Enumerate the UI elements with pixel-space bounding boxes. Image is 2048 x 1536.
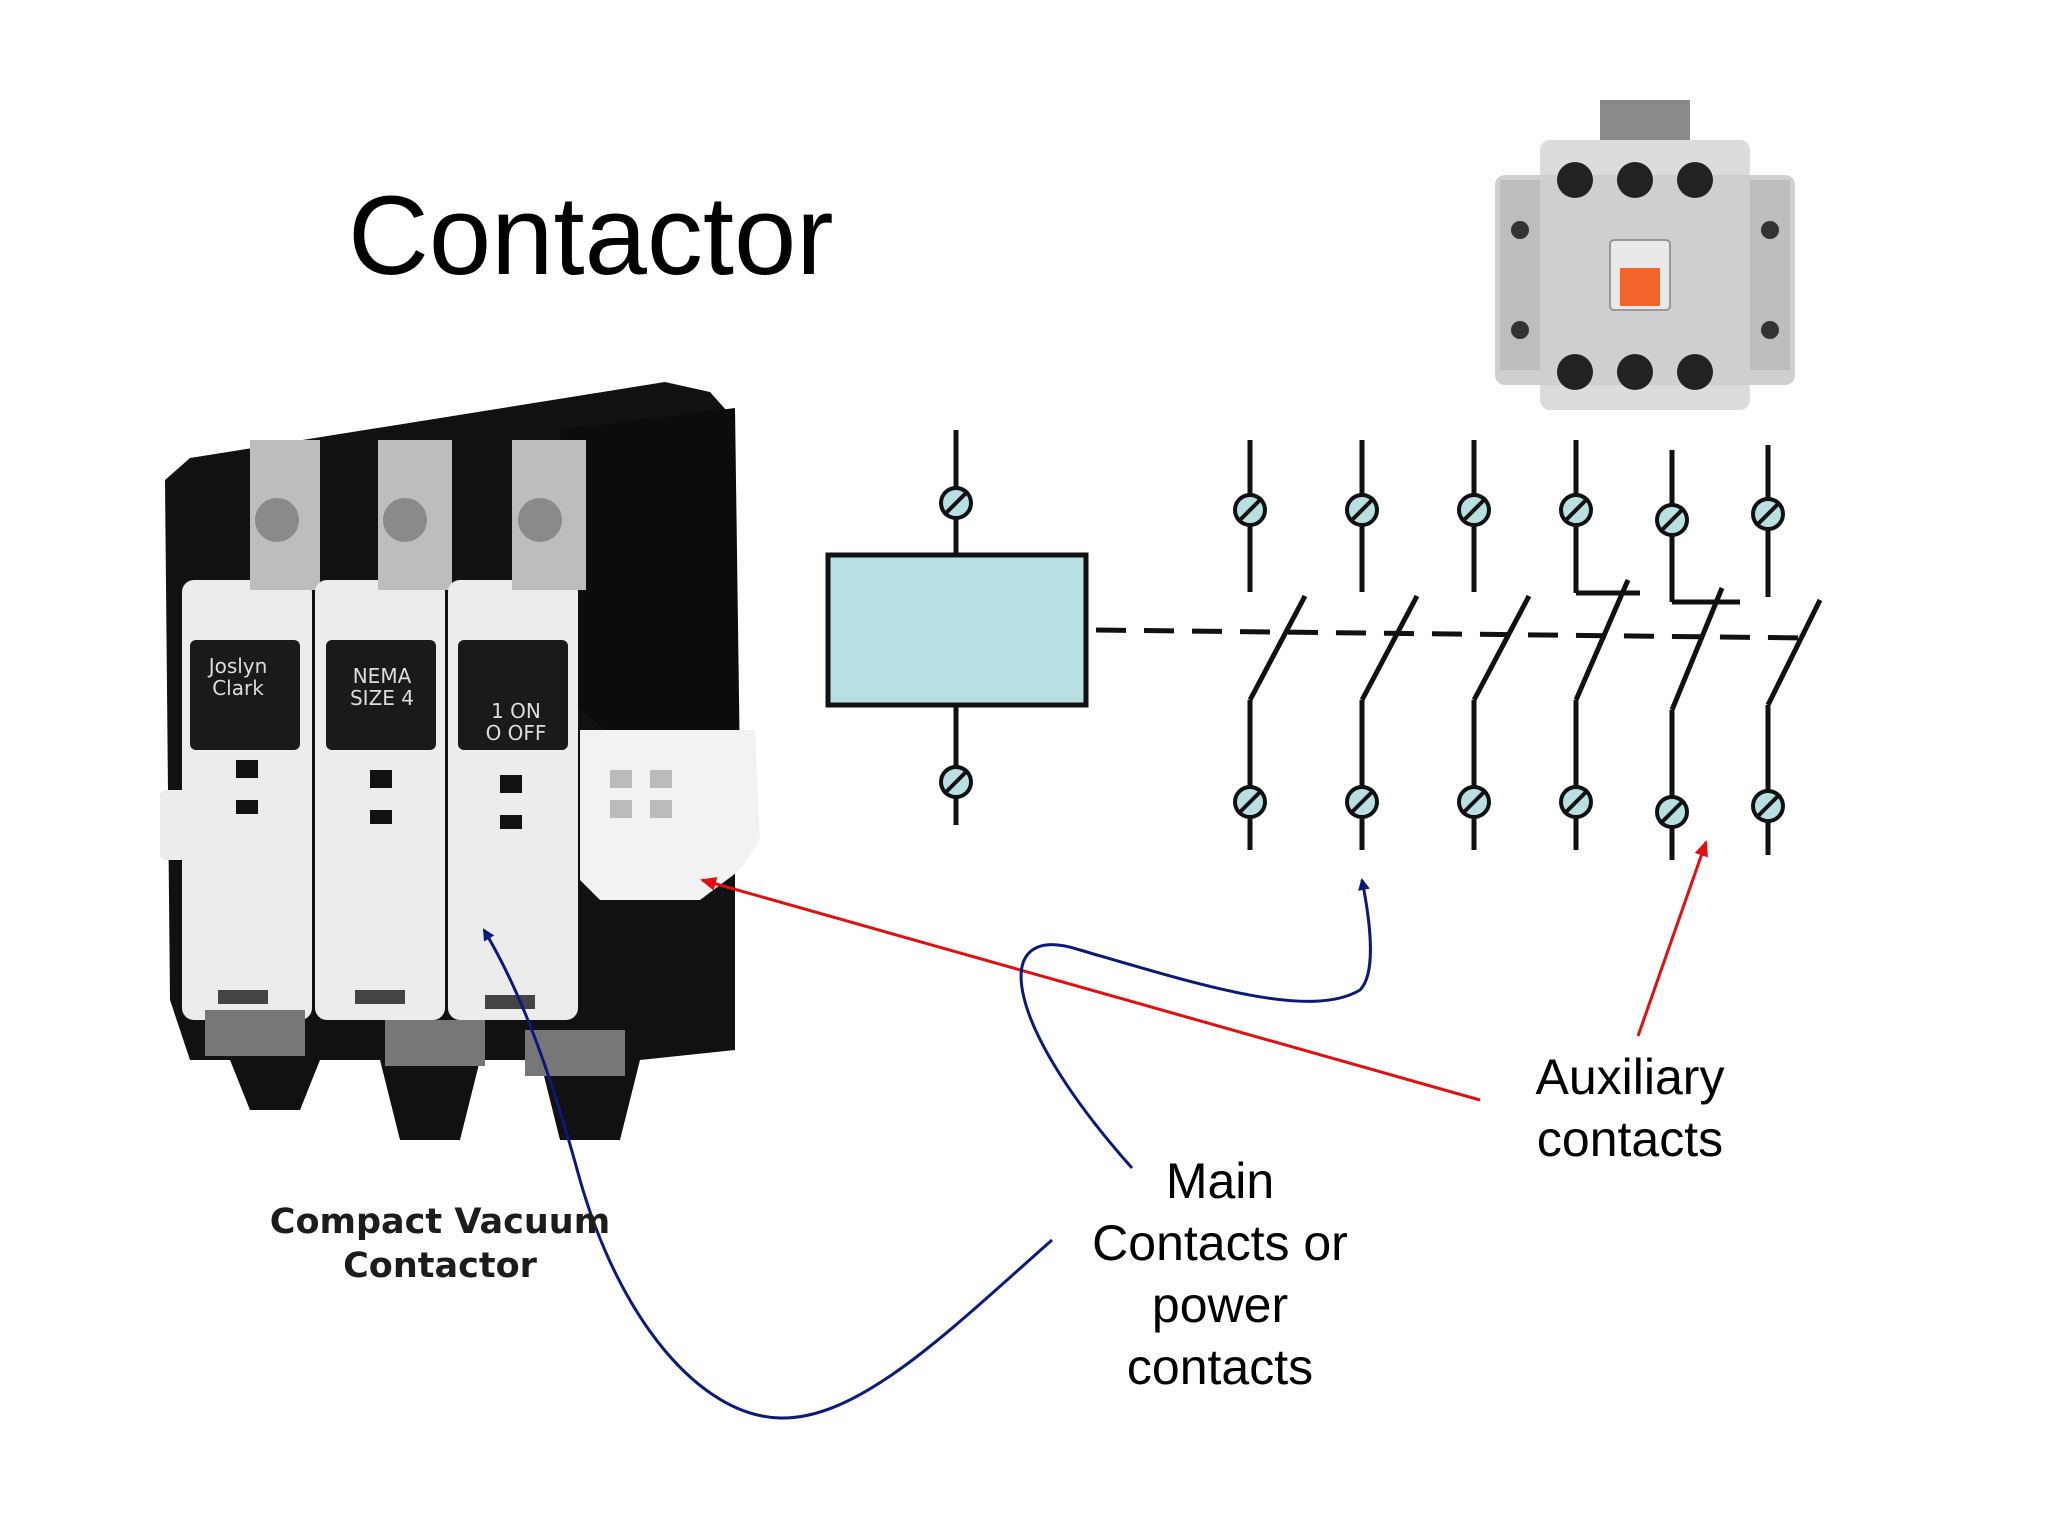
main-arrow-to-photo — [482, 928, 1053, 1420]
contact-switch-symbol — [1233, 440, 1308, 850]
orange-button — [1620, 268, 1660, 306]
contact-switch-symbol — [1751, 445, 1823, 855]
vacuum-contactor-photo — [160, 382, 760, 1140]
page-title: Contactor — [348, 173, 834, 298]
pole-module-2 — [315, 440, 485, 1066]
auxiliary-contacts-label: Auxiliary contacts — [1535, 1049, 1725, 1167]
main-contacts-label: Main Contacts or power contacts — [1092, 1153, 1348, 1395]
pole-module-1 — [182, 440, 320, 1056]
photo-caption: Compact Vacuum Contactor — [269, 1202, 611, 1286]
aux-arrow-to-schematic — [1636, 840, 1708, 1037]
contact-switch-symbol — [1345, 440, 1420, 850]
module-label-1: Joslyn Clark — [208, 654, 268, 700]
modern-contactor-photo — [1495, 100, 1795, 410]
contactor-schematic — [825, 430, 1823, 860]
contact-switch-symbol — [1559, 440, 1640, 850]
coil-symbol — [825, 552, 1089, 708]
main-arrow-to-schematic — [1019, 878, 1372, 1169]
terminal-screw-icon — [939, 486, 973, 520]
contact-switch-symbol — [1655, 450, 1740, 860]
aux-arrow-to-photo — [700, 877, 1481, 1102]
module-label-3: 1 ON O OFF — [485, 699, 547, 745]
terminal-screw-icon — [939, 765, 973, 799]
contact-switch-symbol — [1457, 440, 1532, 850]
module-label-2: NEMA SIZE 4 — [349, 664, 414, 710]
